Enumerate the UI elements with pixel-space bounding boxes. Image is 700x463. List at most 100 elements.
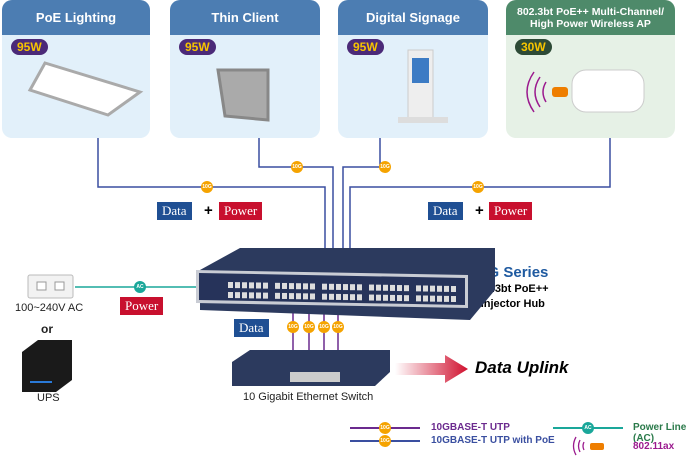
utp-lines — [292, 305, 339, 380]
or-label: or — [41, 322, 53, 336]
poe-line-signage — [342, 138, 381, 248]
10g-badge-icon: 10G — [379, 422, 391, 434]
port — [249, 282, 254, 289]
port — [329, 293, 334, 300]
panel-title: PoE Lighting — [2, 0, 150, 35]
port — [357, 284, 362, 291]
10g-badge-icon: 10G — [332, 321, 344, 333]
port — [275, 292, 280, 299]
port — [228, 292, 233, 298]
port — [263, 282, 268, 289]
port — [383, 284, 388, 291]
legend-wifi-icon — [572, 436, 585, 456]
power-badge: 95W — [347, 39, 384, 55]
port — [397, 285, 402, 292]
port — [383, 294, 388, 301]
plus-sign: + — [204, 202, 213, 219]
10g-badge-icon: 10G — [303, 321, 315, 333]
port — [282, 282, 287, 289]
port — [423, 285, 428, 292]
port — [322, 293, 327, 300]
plus-sign: + — [475, 202, 484, 219]
ups-image — [22, 340, 72, 392]
ethernet-switch — [232, 350, 390, 386]
data-label: Data — [234, 319, 269, 337]
port — [343, 284, 348, 291]
device-panel-thin-client: Thin Client 95W — [170, 0, 320, 138]
port — [404, 295, 409, 302]
port — [350, 294, 355, 301]
port — [336, 283, 341, 290]
port — [242, 282, 247, 289]
port — [310, 293, 315, 300]
port — [416, 295, 421, 302]
hub-series-title: UPOE-XG Series — [430, 264, 549, 281]
port — [289, 293, 294, 300]
port — [397, 295, 402, 302]
hub-subtitle-2: Managed Injector Hub — [430, 298, 545, 310]
legend-power-line: Power Line (AC) — [633, 422, 687, 444]
port — [336, 293, 341, 300]
port — [296, 293, 301, 300]
port — [296, 283, 301, 290]
10g-badge-icon: 10G — [472, 181, 484, 193]
port — [303, 293, 308, 300]
10g-badge-icon: 10G — [201, 181, 213, 193]
port — [228, 282, 233, 288]
device-panel-wireless-ap: 802.3bt PoE++ Multi-Channel/ High Power … — [506, 0, 675, 138]
port — [289, 283, 294, 290]
data-label: Data — [428, 202, 463, 220]
data-uplink-label: Data Uplink — [475, 358, 569, 377]
port — [329, 283, 334, 290]
hub-subtitle-1: 10Gbps 802.3bt PoE++ — [430, 283, 549, 295]
port — [242, 292, 247, 299]
port — [390, 284, 395, 291]
legend-80211ax: 802.11ax — [633, 441, 675, 452]
uplink-arrow — [395, 355, 468, 383]
port — [322, 283, 327, 290]
port — [235, 282, 240, 289]
10g-badge-icon: 10G — [379, 161, 391, 173]
port — [275, 282, 280, 289]
ac-badge-icon: AC — [134, 281, 146, 293]
port — [263, 292, 268, 299]
power-badge: 95W — [11, 39, 48, 55]
port — [369, 294, 374, 301]
port — [376, 284, 381, 291]
port — [404, 285, 409, 292]
10g-badge-icon: 10G — [318, 321, 330, 333]
ac-outlet — [27, 274, 74, 299]
device-panel-digital-signage: Digital Signage 95W — [338, 0, 488, 138]
port — [390, 294, 395, 301]
panel-title: Thin Client — [170, 0, 320, 35]
legend-utp: 10GBASE-T UTP — [431, 422, 510, 433]
port — [343, 294, 348, 301]
device-panel-poe-lighting: PoE Lighting 95W — [2, 0, 150, 138]
10g-badge-icon: 10G — [291, 161, 303, 173]
data-label: Data — [157, 202, 192, 220]
port — [416, 285, 421, 292]
port — [303, 283, 308, 290]
poe-line-lighting — [97, 138, 326, 248]
10g-badge-icon: 10G — [287, 321, 299, 333]
port — [310, 283, 315, 290]
port — [256, 282, 261, 289]
switch-label: 10 Gigabit Ethernet Switch — [243, 391, 374, 403]
ac-label: 100~240V AC — [15, 302, 84, 314]
poe-line-thinclient — [258, 138, 334, 248]
legend-utp-poe: 10GBASE-T UTP with PoE — [431, 435, 555, 446]
panel-title: Digital Signage — [338, 0, 488, 35]
power-label: Power — [489, 202, 533, 220]
port — [235, 292, 240, 299]
power-badge: 95W — [179, 39, 216, 55]
port — [376, 294, 381, 301]
port — [256, 292, 261, 299]
port — [249, 292, 254, 299]
power-label: Power — [219, 202, 263, 220]
port — [369, 284, 374, 291]
ac-badge-icon: AC — [582, 422, 594, 434]
panel-title: 802.3bt PoE++ Multi-Channel/ High Power … — [506, 0, 675, 35]
power-badge: 30W — [515, 39, 552, 55]
ups-label: UPS — [37, 392, 60, 404]
